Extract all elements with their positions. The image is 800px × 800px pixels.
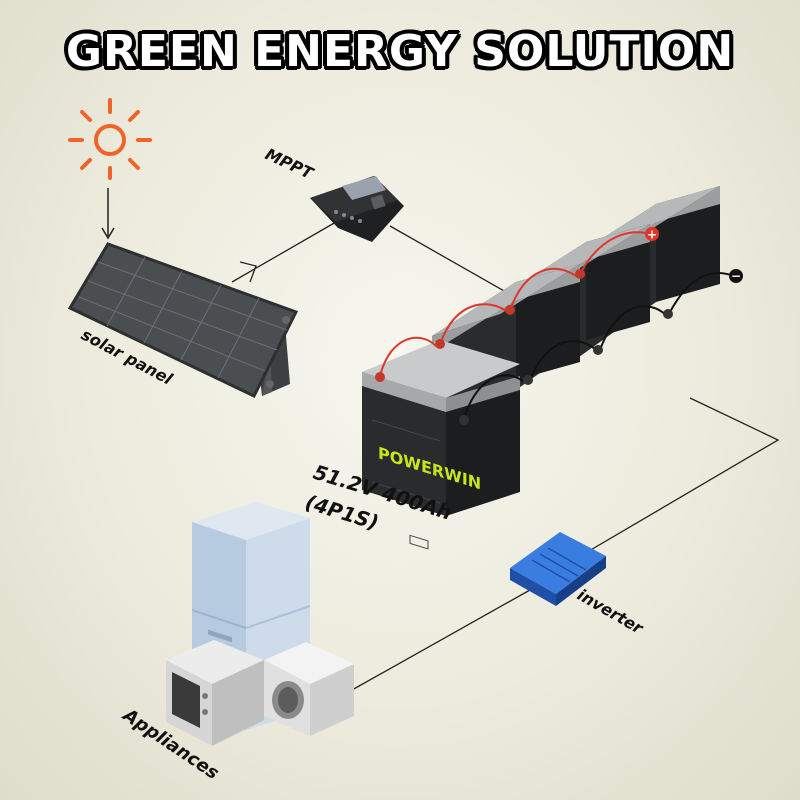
negative-wires xyxy=(463,272,735,419)
page-title: GREEN ENERGY SOLUTION xyxy=(65,26,735,77)
solar-panel-image xyxy=(67,242,299,398)
negative-terminal-icon: − xyxy=(729,269,743,283)
panel-to-mppt-line xyxy=(231,221,337,283)
terminal-posts xyxy=(375,269,673,425)
sun-to-panel-arrow xyxy=(101,188,115,240)
appliances-image xyxy=(166,502,354,746)
mppt-label: MPPT xyxy=(262,144,317,183)
mppt-controller-image xyxy=(310,176,404,242)
negative-terminal-symbol: − xyxy=(731,269,741,283)
inverter-label: inverter xyxy=(574,585,647,638)
positive-terminal-icon: + xyxy=(645,227,659,242)
positive-wires xyxy=(379,231,651,377)
connection-lines xyxy=(231,221,780,691)
panel-arrowhead xyxy=(239,261,257,283)
inverter-image xyxy=(510,532,606,606)
inverter-to-appliances-line xyxy=(351,589,531,691)
battery-bank: + − POWERWIN xyxy=(362,186,743,550)
battery-front-panel-details xyxy=(371,419,441,550)
sun-icon xyxy=(68,98,152,180)
positive-terminal-symbol: + xyxy=(647,228,657,242)
battery-unit-1 xyxy=(362,340,520,516)
washing-machine-icon xyxy=(264,642,354,736)
mppt-to-battery-line xyxy=(389,225,521,301)
battery-to-inverter-line xyxy=(559,397,780,569)
microwave-icon xyxy=(166,640,264,746)
